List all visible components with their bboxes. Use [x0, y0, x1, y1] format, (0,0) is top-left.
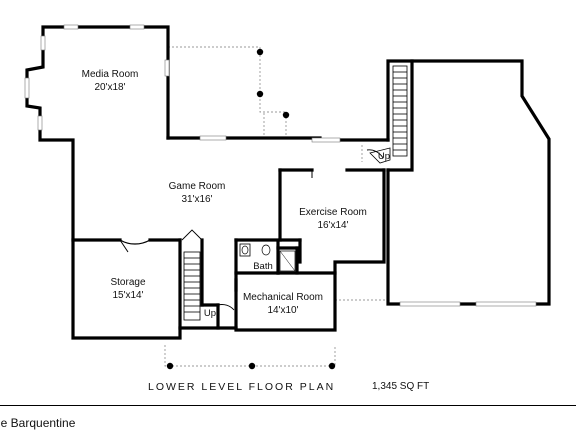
- windows: [24, 24, 537, 307]
- media-room-name: Media Room: [82, 69, 139, 80]
- posts: [166, 48, 336, 370]
- right-stair-up-label: Up: [378, 151, 390, 162]
- left-stairs: [183, 251, 201, 321]
- storage-room-name: Storage: [110, 277, 145, 288]
- game-room-size: 31'x16': [181, 194, 212, 205]
- bath-label: Bath: [253, 261, 273, 272]
- game-room-name: Game Room: [169, 181, 226, 192]
- exercise-room-name: Exercise Room: [299, 207, 367, 218]
- exercise-room-size: 16'x14': [317, 220, 348, 231]
- storage-room-size: 15'x14': [112, 290, 143, 301]
- footer-bar: he Barquentine: [0, 405, 576, 433]
- plan-caption-sqft: 1,345 SQ FT: [372, 381, 429, 392]
- floor-plan: Media Room 20'x18' Game Room 31'x16' Exe…: [24, 24, 551, 393]
- plan-caption-title: LOWER LEVEL FLOOR PLAN: [148, 381, 335, 393]
- bath-fixtures: [239, 243, 296, 272]
- interior-walls: [71, 168, 386, 330]
- mechanical-room-size: 14'x10': [267, 305, 298, 316]
- plan-name-label: he Barquentine: [0, 416, 76, 430]
- left-stair-up-label: Up: [204, 308, 216, 319]
- mechanical-room-name: Mechanical Room: [243, 292, 323, 303]
- right-stairs: [369, 65, 408, 164]
- media-room-size: 20'x18': [94, 82, 125, 93]
